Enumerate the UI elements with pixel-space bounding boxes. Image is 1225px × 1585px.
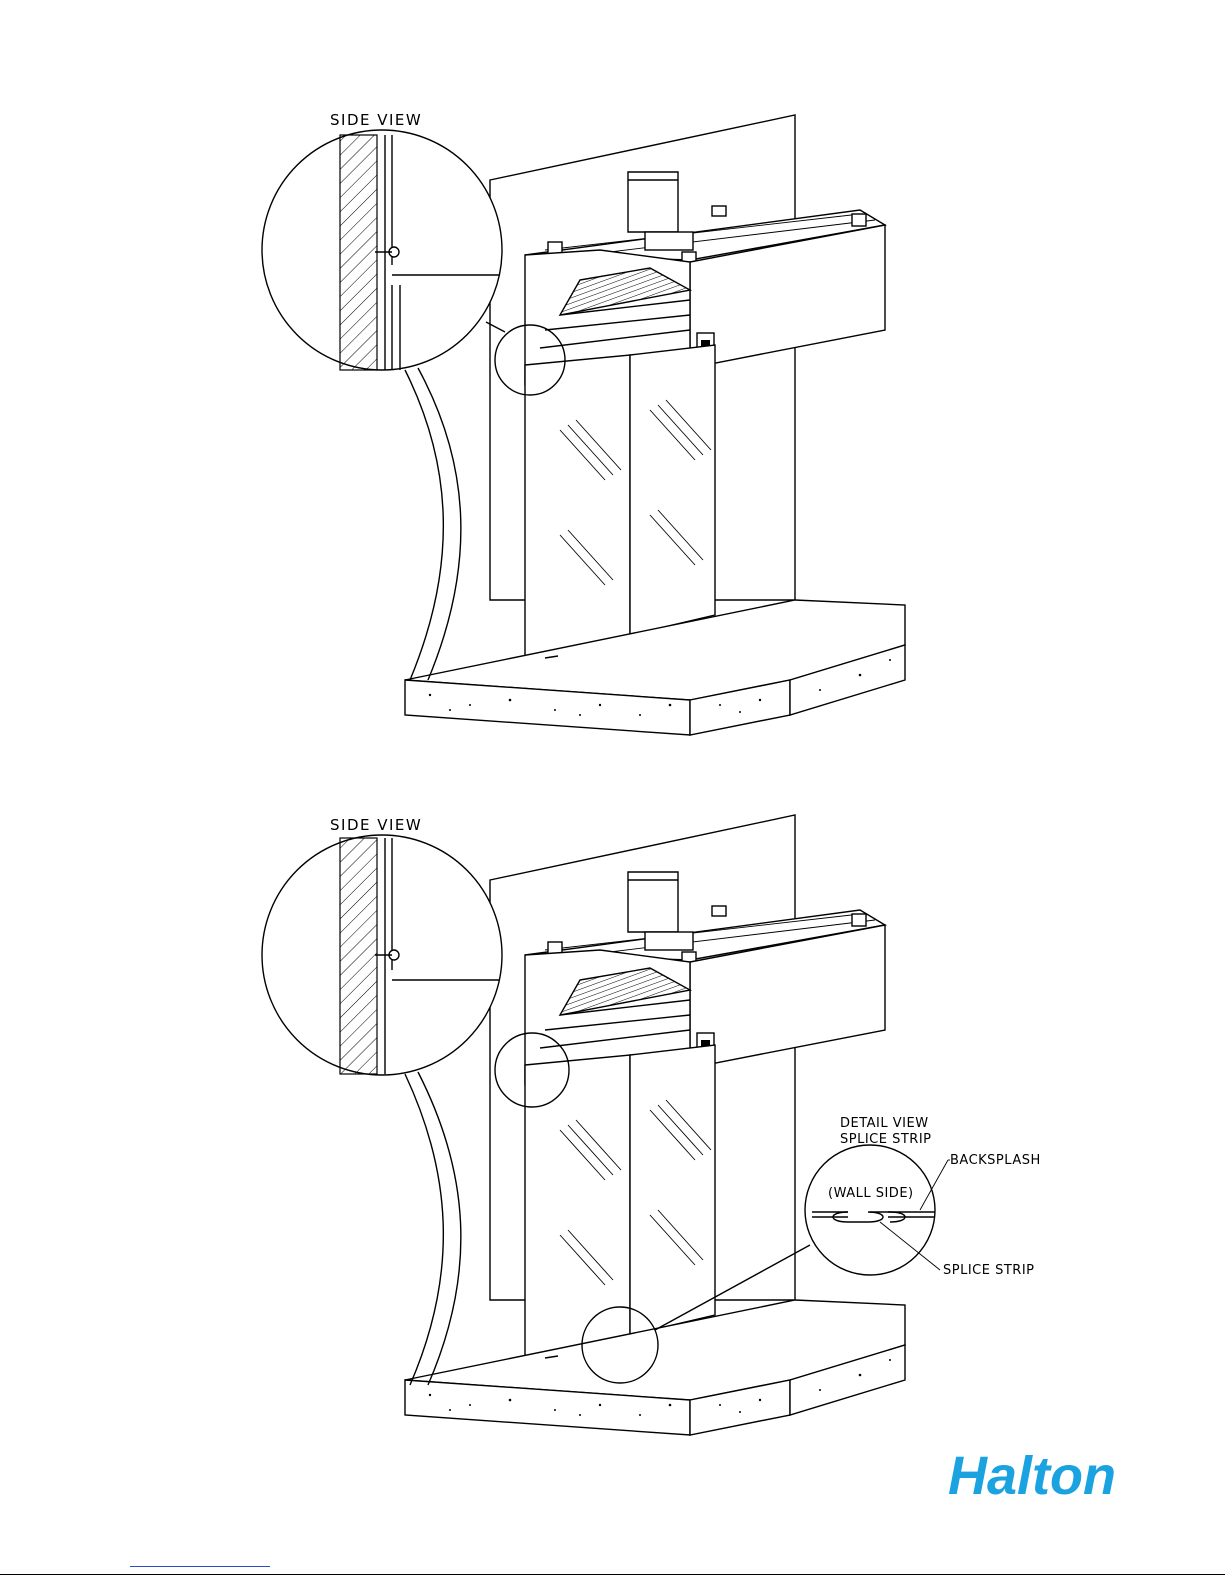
detail-title-line2: SPLICE STRIP (840, 1132, 932, 1147)
detail-title-line1: DETAIL VIEW (840, 1116, 929, 1131)
callout-wall-side: (WALL SIDE) (828, 1186, 914, 1201)
footer-rule (0, 1574, 1225, 1575)
bottom-figure: SIDE VIEW DETAIL VIEW SPLICE STRIP BACKS… (262, 815, 1041, 1435)
callout-splice-strip: SPLICE STRIP (943, 1263, 1035, 1278)
top-figure: SIDE VIEW (262, 111, 905, 735)
side-view-label-top: SIDE VIEW (330, 111, 422, 129)
callout-backsplash: BACKSPLASH (950, 1153, 1041, 1168)
footer-link-underline[interactable] (130, 1566, 270, 1567)
splice-strip-detail: DETAIL VIEW SPLICE STRIP BACKSPLASH (WAL… (805, 1116, 1041, 1278)
side-view-detail-top (262, 130, 505, 680)
side-view-detail-bottom (262, 835, 502, 1385)
side-view-label-bottom: SIDE VIEW (330, 816, 422, 834)
halton-logo: Halton (948, 1446, 1116, 1506)
